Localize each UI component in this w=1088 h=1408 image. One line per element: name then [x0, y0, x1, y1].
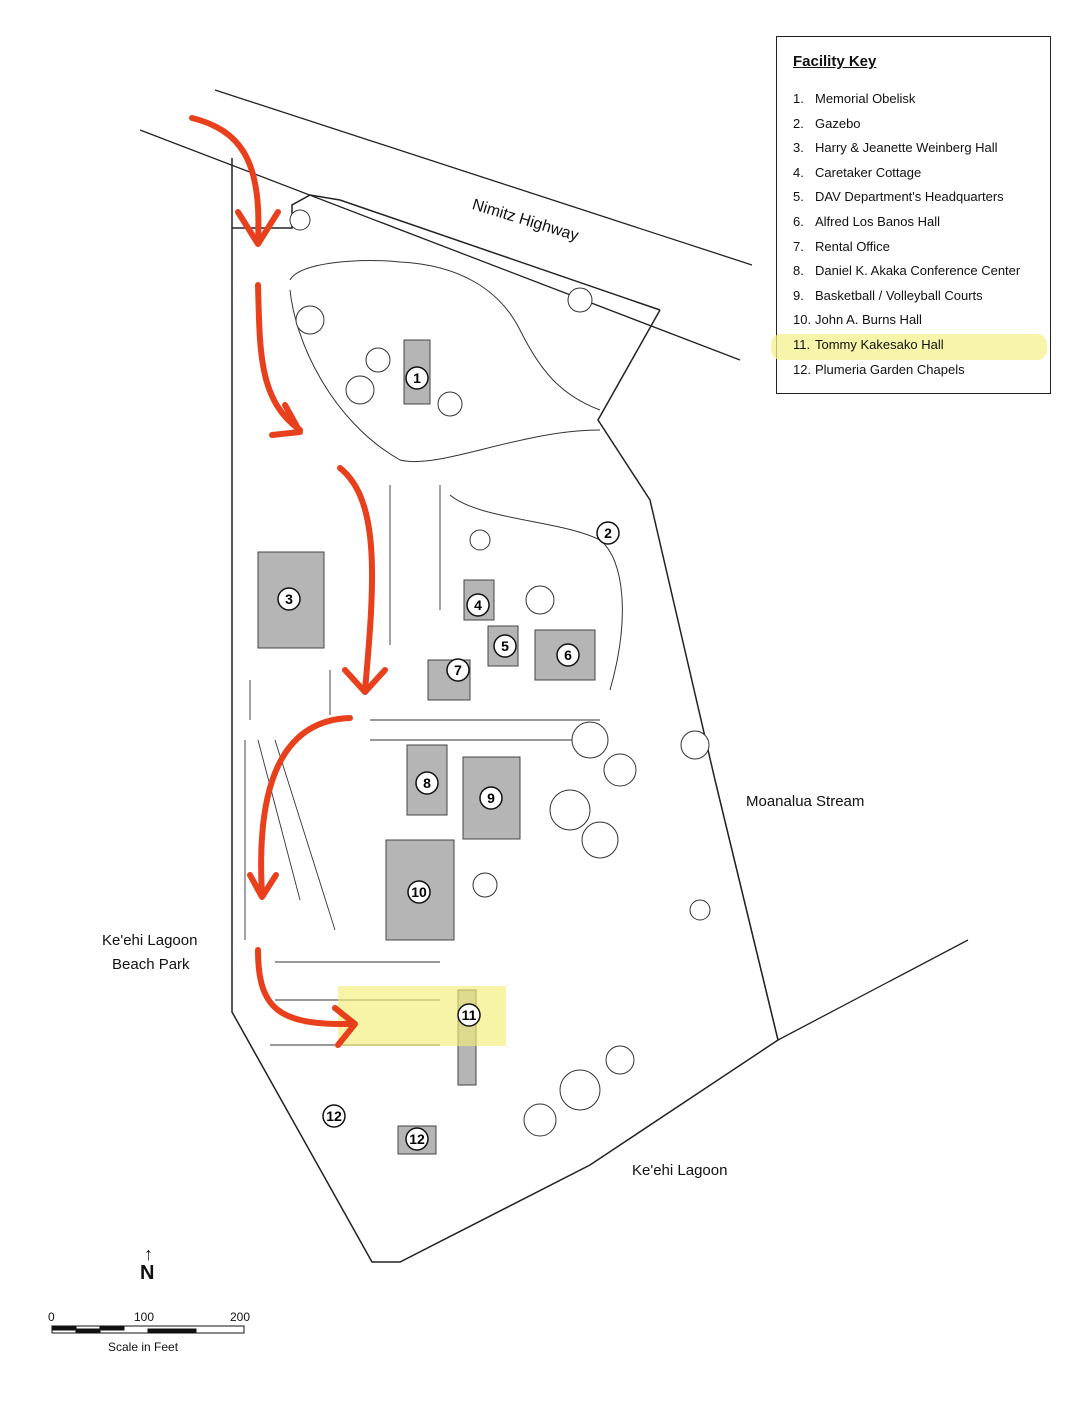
facility-key-label: DAV Department's Headquarters	[815, 189, 1004, 205]
facility-marker-number: 10	[411, 884, 427, 900]
trees	[289, 209, 711, 1137]
facility-marker-number: 12	[409, 1131, 425, 1147]
facility-key-number: 1.	[793, 91, 804, 106]
facility-marker-3: 3	[277, 587, 301, 611]
facility-marker-8: 8	[415, 771, 439, 795]
facility-marker-12: 12	[322, 1104, 346, 1128]
facility-marker-number: 12	[326, 1108, 342, 1124]
facility-key-item: 7. Rental Office	[793, 235, 1020, 260]
facility-marker-number: 6	[564, 647, 572, 663]
facility-key-label: Harry & Jeanette Weinberg Hall	[815, 140, 998, 156]
scale-tick-100: 100	[134, 1310, 155, 1324]
facility-key-number: 3.	[793, 140, 804, 156]
scale-bar	[51, 1325, 245, 1334]
facility-key-item: 6. Alfred Los Banos Hall	[793, 210, 1020, 235]
facility-marker-number: 8	[423, 775, 431, 791]
north-arrow-icon: ↑	[144, 1244, 153, 1264]
scale-tick-200: 200	[230, 1310, 251, 1324]
facility-marker-number: 4	[474, 597, 482, 613]
facility-key-item: 11.Tommy Kakesako Hall	[770, 333, 1048, 360]
facility-marker-number: 2	[604, 525, 612, 541]
facility-marker-number: 11	[462, 1007, 477, 1023]
facility-key-label: Daniel K. Akaka Conference Center	[815, 263, 1021, 279]
facility-marker-6: 6	[556, 643, 580, 667]
facility-key-title: Facility Key	[793, 53, 877, 70]
facility-key-number: 4.	[793, 164, 804, 180]
facility-key-number: 2.	[793, 115, 804, 131]
facility-marker-10: 10	[407, 880, 431, 904]
park-label-line1: Ke'ehi Lagoon	[102, 932, 198, 949]
facility-key-label: Alfred Los Banos Hall	[815, 213, 941, 229]
facility-marker-number: 1	[413, 370, 421, 386]
facility-marker-number: 3	[285, 591, 293, 607]
facility-key-label: Plumeria Garden Chapels	[815, 361, 965, 377]
facility-key-item: 12.Plumeria Garden Chapels	[793, 358, 1020, 383]
facility-marker-number: 7	[454, 662, 462, 678]
nimitz-highway	[139, 89, 753, 361]
facility-marker-11: 11	[457, 1003, 481, 1027]
site-boundary	[231, 158, 779, 1263]
facility-marker-1: 1	[405, 366, 429, 390]
route-arrows	[189, 115, 388, 1048]
facility-key-number: 5.	[793, 189, 804, 205]
facility-key-label: Tommy Kakesako Hall	[815, 336, 944, 352]
facility-key-label: Basketball / Volleyball Courts	[815, 287, 983, 303]
facility-key-item: 5. DAV Department's Headquarters	[793, 185, 1020, 210]
lagoon-label: Ke'ehi Lagoon	[632, 1162, 728, 1179]
facility-marker-5: 5	[493, 634, 517, 658]
facility-key-number: 11.	[793, 336, 811, 352]
facility-key-list: 1. Memorial Obelisk 2. Gazebo 3. Harry & Jean…	[770, 87, 1048, 383]
facility-key-label: Gazebo	[815, 115, 861, 131]
north-label: N	[140, 1262, 155, 1284]
facility-marker-9: 9	[479, 786, 503, 810]
facility-marker-4: 4	[466, 593, 490, 617]
highlight-11	[338, 986, 506, 1046]
facility-key-number: 7.	[793, 238, 804, 254]
facility-key-label: Rental Office	[815, 238, 890, 254]
facility-marker-number: 5	[501, 638, 509, 654]
facility-key-number: 12.	[793, 361, 812, 377]
facility-key-number: 9.	[793, 287, 804, 303]
park-label-line2: Beach Park	[112, 956, 190, 973]
facility-key-item: 10.John A. Burns Hall	[793, 308, 1020, 333]
facility-key-item: 8. Daniel K. Akaka Conference Center	[793, 259, 1020, 284]
facility-key-item: 1. Memorial Obelisk	[793, 87, 1020, 112]
facility-marker-12: 12	[405, 1127, 429, 1151]
facility-key-number: 8.	[793, 263, 804, 279]
facility-key-number: 10.	[793, 312, 812, 328]
facility-key-label: Caretaker Cottage	[815, 164, 922, 180]
facility-marker-7: 7	[446, 658, 470, 682]
scale-tick-0: 0	[48, 1310, 55, 1324]
facility-key-number: 6.	[793, 213, 804, 229]
scale-caption: Scale in Feet	[108, 1340, 179, 1354]
facility-marker-number: 9	[487, 790, 495, 806]
facility-key-item: 9. Basketball / Volleyball Courts	[793, 284, 1020, 309]
facility-key-item: 2. Gazebo	[793, 112, 1020, 137]
facility-key-item: 4. Caretaker Cottage	[793, 161, 1020, 186]
stream-label: Moanalua Stream	[746, 793, 865, 810]
facility-marker-2: 2	[596, 521, 620, 545]
facility-key-label: Memorial Obelisk	[815, 91, 916, 106]
facility-key: Facility Key 1. Memorial Obelisk 2. Gazebo 3…	[770, 36, 1051, 394]
facility-key-item: 3. Harry & Jeanette Weinberg Hall	[793, 136, 1020, 161]
facility-key-label: John A. Burns Hall	[815, 312, 922, 328]
